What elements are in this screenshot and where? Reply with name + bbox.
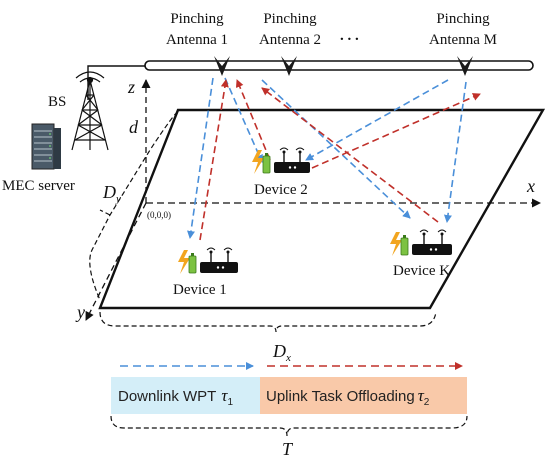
device-k-icon [390,229,452,256]
dl-ant1-dev1 [187,77,214,239]
x-axis-label: x [526,176,535,196]
device-1-label: Device 1 [173,282,227,298]
t-brace [110,415,468,437]
dy-label: Dy [102,182,121,205]
downlink-wpt-segment [111,377,260,414]
device-2-icon [252,147,310,174]
antenna-1-label-line2: Antenna 1 [166,32,228,48]
dx-brace [99,311,437,333]
downlink-arrows [187,77,467,239]
mec-server-icon [31,123,61,170]
pinching-antenna-1-icon [214,56,230,76]
base-station-tower-icon [71,71,109,151]
bs-feed-line [87,65,145,100]
bs-label: BS [48,94,66,110]
y-axis [85,202,147,321]
device-k-label: Device K [393,263,450,279]
device-1-icon [178,247,238,274]
dl-ant1-dev2 [224,77,263,163]
service-area-plane [98,108,546,310]
antenna-ellipsis: . . . [340,28,359,44]
ul-dev2-ant1 [235,79,271,161]
antenna-2-label-line2: Antenna 2 [259,32,321,48]
total-time-label: T [282,439,294,459]
device-2-label: Device 2 [254,182,308,198]
dx-label: Dx [272,341,291,364]
antenna-2-label-line1: Pinching [263,11,317,27]
dl-ant2-devk [261,79,411,219]
waveguide [144,60,534,71]
ul-dev1-ant1 [199,79,229,241]
dy-brace [89,111,179,301]
uplink-offloading-segment [260,377,467,414]
height-d-label: d [129,117,139,137]
pinching-antenna-m-icon [457,56,473,76]
ul-devk-ant2 [261,87,439,223]
antenna-m-label-line2: Antenna M [429,32,497,48]
mec-server-label: MEC server [2,178,75,194]
pinching-antenna-2-icon [281,56,297,76]
antenna-m-label-line1: Pinching [436,11,490,27]
dl-antm-dev2 [305,79,449,161]
uplink-arrows [199,79,481,241]
y-axis-label: y [75,302,85,322]
origin-label: (0,0,0) [147,210,171,220]
antenna-1-label-line1: Pinching [170,11,224,27]
z-axis-label: z [127,77,135,97]
ul-dev2-antm [311,93,481,169]
dl-antm-devk [443,81,467,223]
